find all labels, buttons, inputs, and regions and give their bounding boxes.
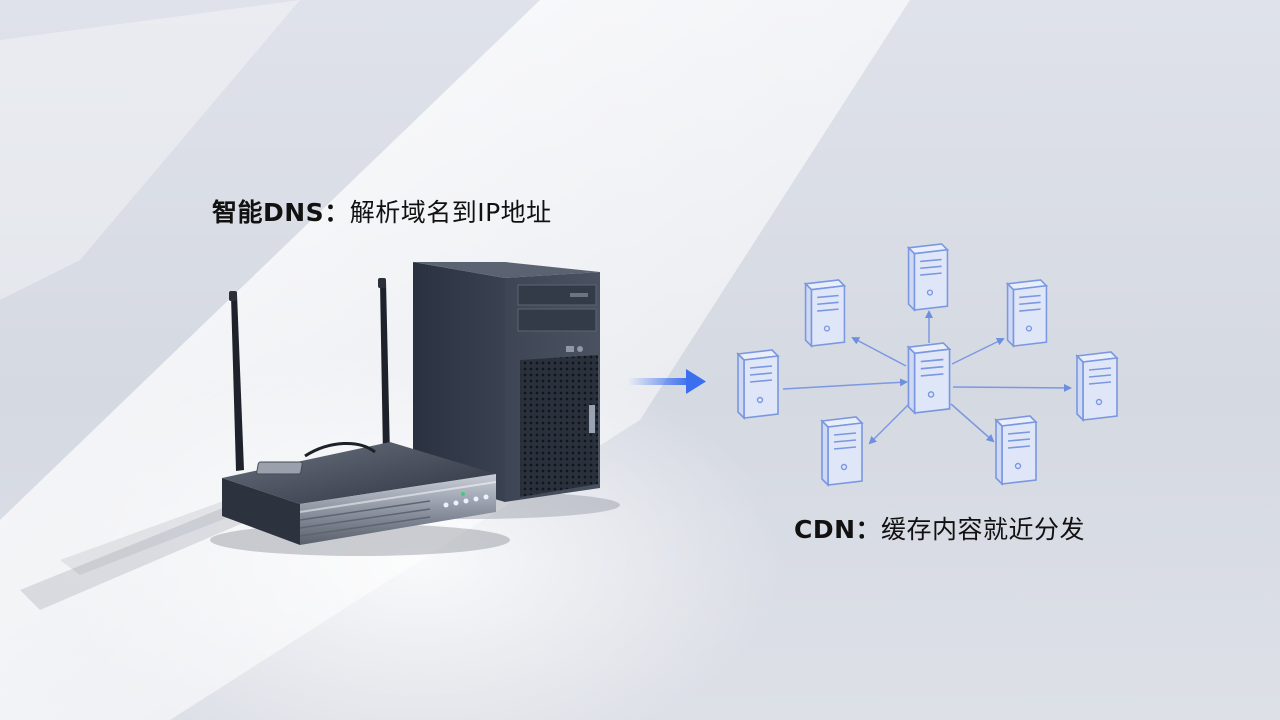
network-links bbox=[782, 310, 1072, 445]
router-icon bbox=[210, 441, 510, 556]
router-status-leds bbox=[443, 492, 489, 508]
server-tower-icon bbox=[413, 262, 600, 502]
network-nodes bbox=[737, 243, 1118, 486]
dns-caption: 智能DNS：解析域名到IP地址 bbox=[212, 193, 552, 229]
router-antennas bbox=[229, 278, 390, 471]
dns-caption-description: 解析域名到IP地址 bbox=[349, 198, 552, 227]
link-lower-right bbox=[950, 403, 995, 443]
server-node-icon bbox=[907, 243, 949, 311]
cdn-caption: CDN：缓存内容就近分发 bbox=[794, 510, 1085, 546]
server-node-icon bbox=[804, 279, 846, 347]
link-left bbox=[782, 378, 908, 390]
server-node-icon bbox=[821, 416, 863, 486]
cdn-caption-description: 缓存内容就近分发 bbox=[881, 515, 1086, 544]
server-node-icon bbox=[1076, 351, 1118, 421]
server-node-icon bbox=[1006, 279, 1048, 347]
link-upper-right bbox=[951, 338, 1005, 365]
cdn-caption-label: CDN bbox=[794, 515, 856, 544]
cdn-caption-separator: ： bbox=[855, 515, 882, 544]
server-node-icon bbox=[907, 342, 951, 414]
server-node-icon bbox=[995, 415, 1037, 485]
dns-caption-label: 智能DNS bbox=[212, 198, 325, 227]
link-right bbox=[952, 383, 1072, 392]
link-lower-left bbox=[868, 404, 909, 445]
arrow-right-icon bbox=[628, 369, 706, 394]
link-upper-left bbox=[851, 337, 907, 367]
dns-caption-separator: ： bbox=[324, 198, 350, 227]
server-node-icon bbox=[737, 349, 779, 419]
